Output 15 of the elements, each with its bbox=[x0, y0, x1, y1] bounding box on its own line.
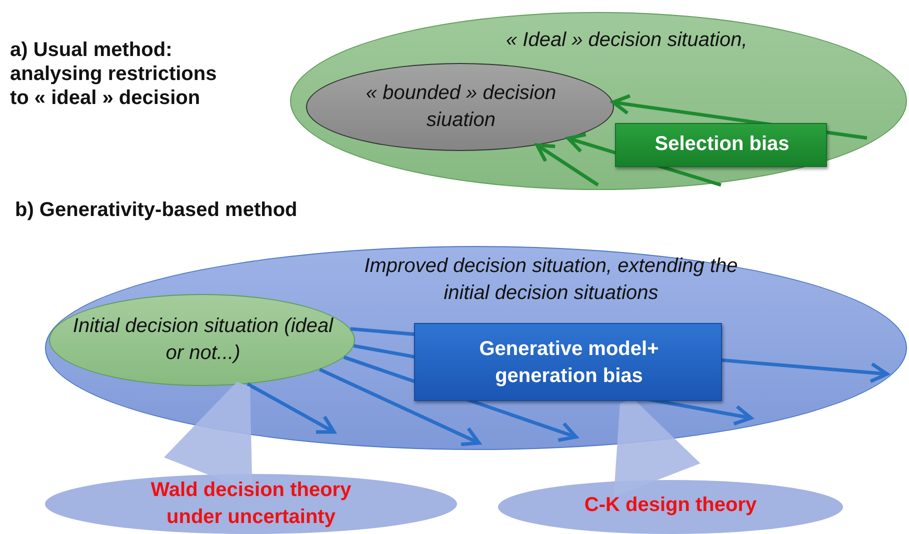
box-label: Generative model+ generation bias bbox=[478, 337, 660, 389]
callout-label: Wald decision theory under uncertainty bbox=[150, 478, 352, 530]
ellipse-label: « bounded » decision siuation bbox=[364, 81, 558, 133]
section-heading: a) Usual method: analysing restrictions to « ideal » decision bbox=[10, 38, 218, 110]
arrow bbox=[535, 143, 599, 186]
arrow bbox=[318, 368, 481, 446]
bias-box bbox=[615, 123, 827, 167]
model-box bbox=[414, 323, 722, 401]
box-label: Selection bias bbox=[654, 132, 790, 157]
callout-label: C-K design theory bbox=[583, 493, 758, 518]
ellipse-label: « Ideal » decision situation, bbox=[506, 28, 748, 53]
ellipse-label: Improved decision situation, extending the initial decision situations bbox=[363, 254, 739, 306]
section-heading: b) Generativity-based method bbox=[15, 198, 298, 222]
arrow bbox=[246, 382, 336, 434]
ellipse-label: Initial decision situation (ideal or not...) bbox=[72, 314, 334, 366]
